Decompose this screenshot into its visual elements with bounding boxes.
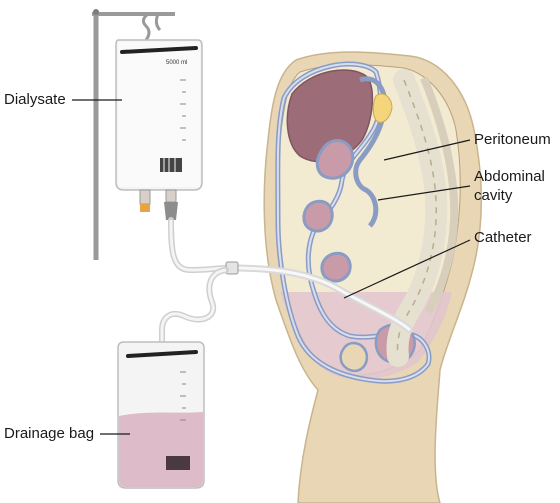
dialysate-bag-ports xyxy=(139,189,178,220)
label-catheter: Catheter xyxy=(474,229,532,246)
dialysate-bag xyxy=(115,39,203,220)
drainage-fluid xyxy=(119,412,203,487)
organ-intestine-3 xyxy=(320,251,352,283)
dialysate-tube xyxy=(168,217,235,274)
organ-rectum xyxy=(339,341,369,373)
organ-pancreas xyxy=(372,93,393,123)
label-abdominal-line2: cavity xyxy=(474,187,513,204)
drainage-tube xyxy=(159,267,229,345)
bag-volume-label: 5000 ml xyxy=(166,60,188,66)
drainage-bag-scale xyxy=(180,371,186,421)
label-peritoneum: Peritoneum xyxy=(474,131,551,148)
drainage-bag-barcode xyxy=(166,456,190,470)
label-drainage-bag: Drainage bag xyxy=(4,425,95,442)
dialysate-bag-scale xyxy=(180,79,186,141)
organ-intestine-1 xyxy=(315,139,355,180)
iv-pole xyxy=(92,9,175,260)
leader-catheter xyxy=(343,239,471,299)
label-abdominal-line1: Abdominal xyxy=(474,168,545,185)
liver xyxy=(286,69,374,163)
organ-intestine-2 xyxy=(302,199,334,233)
drainage-bag xyxy=(117,341,205,489)
leader-abdominal-cavity xyxy=(377,185,471,201)
label-dialysate: Dialysate xyxy=(4,91,66,108)
dialysate-bag-barcode xyxy=(160,158,182,172)
leader-peritoneum xyxy=(383,139,471,161)
